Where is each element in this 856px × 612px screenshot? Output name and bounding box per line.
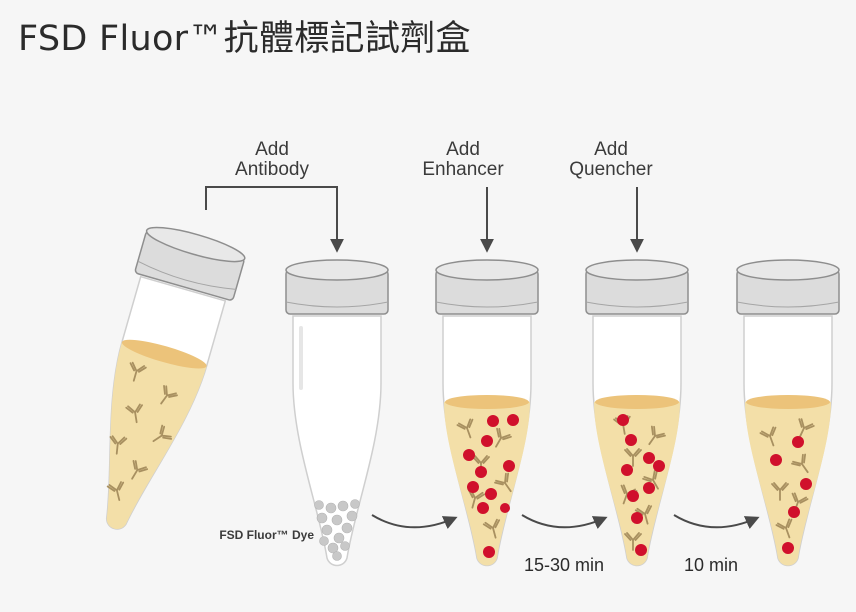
tube-after-antibody — [435, 259, 539, 567]
tube-antibody-only — [105, 226, 246, 530]
dye-label: FSD Fluor™ Dye — [219, 528, 314, 542]
transfer-arrow-3 — [673, 514, 760, 529]
tube-after-enhancer — [585, 259, 689, 567]
step-label-enhancer-line1: Add — [446, 139, 480, 160]
dye-dots — [770, 436, 812, 554]
incubation-time-2: 10 min — [684, 555, 738, 575]
tube-dye — [284, 258, 390, 568]
step-label-quencher-line1: Add — [594, 139, 628, 160]
transfer-arrow-2 — [521, 514, 608, 529]
page-title: FSD Fluor™抗體標記試劑盒 — [18, 19, 471, 59]
transfer-arrow-1 — [371, 514, 458, 529]
tube-final — [736, 259, 840, 567]
incubation-time-1: 15-30 min — [524, 555, 604, 575]
step-label-quencher-line2: Quencher — [569, 159, 653, 180]
dye-dots — [617, 414, 665, 556]
step-label-enhancer-line2: Enhancer — [422, 159, 504, 180]
step-label-antibody-line1: Add — [255, 139, 289, 160]
step-label-antibody-line2: Antibody — [235, 159, 309, 180]
dye-beads — [314, 499, 360, 561]
add-antibody-arrow — [205, 186, 344, 253]
dye-dots — [463, 414, 519, 558]
